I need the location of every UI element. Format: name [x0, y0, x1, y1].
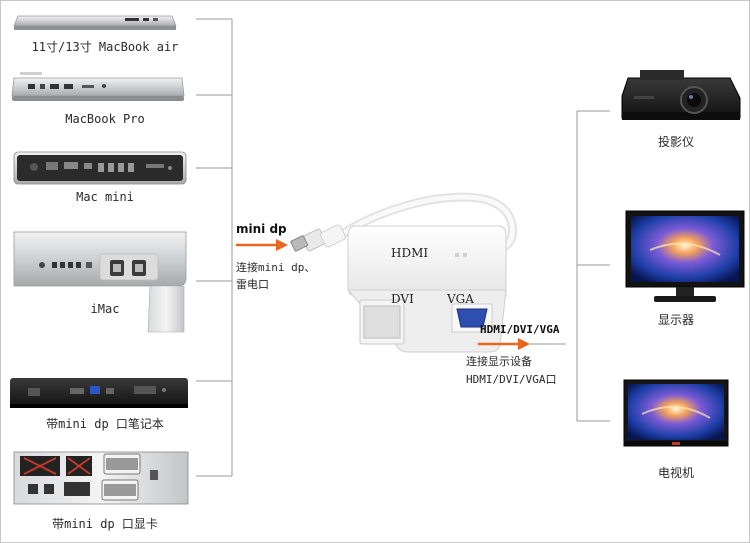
macbook-air-label: 11寸/13寸 MacBook air	[31, 40, 179, 54]
target-bus-lines	[576, 110, 610, 422]
mini-dp-desc-line2: 雷电口	[236, 278, 269, 291]
graphics-card-image	[13, 451, 189, 505]
graphics-card-label: 带mini dp 口显卡	[52, 517, 158, 531]
laptop-image	[10, 378, 188, 408]
output-desc-line2: HDMI/DVI/VGA口	[466, 373, 557, 386]
tv-label: 电视机	[658, 466, 695, 480]
source-bus-lines	[196, 18, 233, 477]
macbook-air-image	[13, 15, 177, 30]
monitor-image	[625, 210, 745, 302]
output-title: HDMI/DVI/VGA	[480, 323, 560, 336]
mini-dp-arrow	[236, 239, 288, 251]
hdmi-port-label: HDMI	[391, 246, 429, 260]
projector-image	[621, 70, 741, 120]
macbook-pro-image	[11, 72, 185, 101]
projector-label: 投影仪	[658, 135, 695, 149]
mac-mini-image	[13, 151, 187, 185]
dvi-port-label: DVI	[391, 292, 414, 306]
imac-label: iMac	[90, 302, 120, 316]
output-desc-line1: 连接显示设备	[466, 355, 532, 368]
mac-mini-label: Mac mini	[76, 190, 134, 204]
macbook-pro-label: MacBook Pro	[65, 112, 145, 126]
mini-dp-title: mini dp	[236, 222, 287, 236]
imac-image	[13, 231, 187, 333]
monitor-label: 显示器	[658, 313, 695, 327]
adapter-image	[290, 192, 518, 353]
mini-dp-desc-line1: 连接mini dp、	[236, 261, 316, 274]
vga-port-label: VGA	[447, 292, 474, 306]
tv-image	[623, 379, 729, 447]
laptop-label: 带mini dp 口笔记本	[46, 417, 164, 431]
output-arrow	[478, 338, 566, 350]
